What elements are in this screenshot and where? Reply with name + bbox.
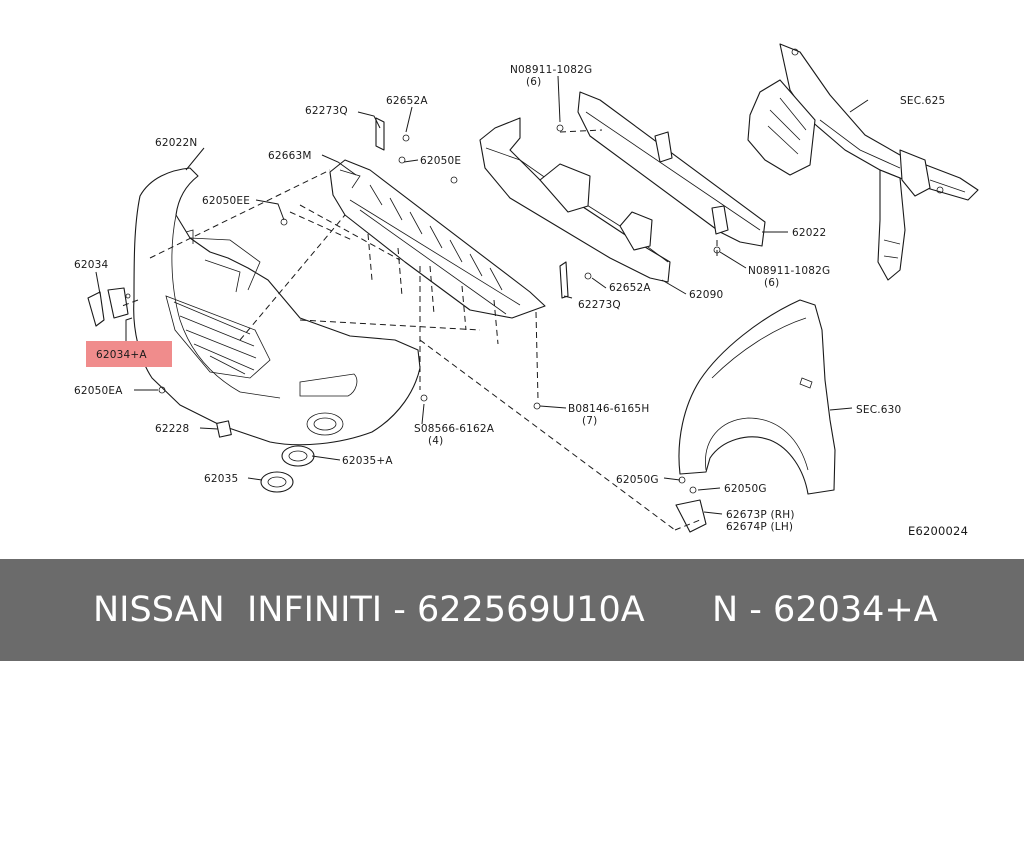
label-08566: S08566-6162A [414,423,495,435]
label-sec625: SEC.625 [900,95,945,107]
label-08146: B08146-6165H [568,403,649,415]
label-08566-qty: (4) [428,435,443,447]
label-62674P: 62674P (LH) [726,521,793,533]
label-08911-top: N08911-1082G [510,64,592,76]
footer-diagram-reference: N - 62034+A [712,590,938,630]
label-62034: 62034 [74,259,109,271]
lower-grille-cover [329,159,546,319]
parts-diagram: 62022N 62273Q 62652A 62663M 62050E 62050… [74,43,979,538]
front-bumper-fascia [133,167,421,446]
leader-lines [95,75,869,515]
label-08911-bottom: N08911-1082G [748,265,830,277]
label-62035: 62035 [204,473,238,485]
label-62022N: 62022N [155,137,197,149]
label-62050G-left: 62050G [616,474,659,486]
assembly-lines [121,129,718,531]
fog-lamp-bezels [216,420,315,493]
label-08911-bottom-qty: (6) [764,277,779,289]
bumper-reinforcement [577,91,766,247]
label-62228: 62228 [155,423,189,435]
front-fender [678,299,836,495]
footer-bar: NISSAN INFINITI - 622569U10A N - 62034+A [0,559,1024,661]
label-62090: 62090 [689,289,723,301]
side-brackets [87,117,707,533]
label-62663M: 62663M [268,150,312,162]
label-62035A: 62035+A [342,455,393,467]
label-62050EA: 62050EA [74,385,123,397]
label-62273Q-top: 62273Q [305,105,348,117]
label-62652A-bottom: 62652A [609,282,651,294]
footer-brand-partnumber: NISSAN INFINITI - 622569U10A [93,590,645,630]
label-08146-qty: (7) [582,415,597,427]
label-62022: 62022 [792,227,826,239]
label-62050EE: 62050EE [202,195,250,207]
diagram-code: E6200024 [908,524,968,538]
label-62050E: 62050E [420,155,461,167]
label-62034A: 62034+A [96,349,147,361]
label-08911-top-qty: (6) [526,76,541,88]
part-labels: 62022N 62273Q 62652A 62663M 62050E 62050… [74,64,968,538]
label-62673P: 62673P (RH) [726,509,795,521]
label-62273Q-bottom: 62273Q [578,299,621,311]
label-sec630: SEC.630 [856,404,901,416]
label-62050G-right: 62050G [724,483,767,495]
label-62652A-top: 62652A [386,95,428,107]
highlight-box [86,341,172,367]
radiator-core-support [747,43,979,281]
energy-absorber [479,117,671,283]
